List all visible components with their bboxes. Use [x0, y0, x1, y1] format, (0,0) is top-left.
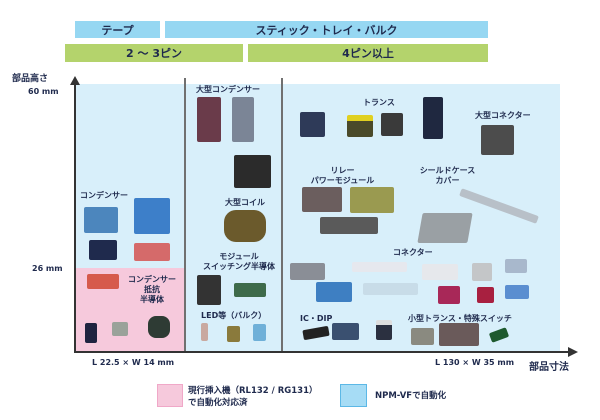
capacitor-image	[89, 240, 117, 260]
x-large-label: L 130 × W 35 mm	[435, 358, 515, 367]
stick-tray-bulk-label: スティック・トレイ・バルク	[255, 23, 398, 37]
legend-current-text: 現行挿入機（RL132 / RG131）で自動化対応済	[188, 386, 318, 408]
connector-image	[505, 259, 527, 273]
capacitor-image	[87, 274, 119, 289]
relay-image	[302, 187, 342, 212]
tape-header: テープ	[75, 21, 160, 38]
divider-2	[281, 78, 283, 353]
power-module-image	[350, 187, 394, 213]
pins-2-3-label: 2 ～ 3ピン	[126, 47, 182, 60]
transformer-image	[423, 97, 443, 139]
connector-image	[316, 282, 352, 302]
pins-4plus-header: 4ピン以上	[248, 44, 488, 62]
connector-image	[363, 283, 418, 295]
ic-dip-label: IC・DIP	[300, 314, 333, 323]
connector-image	[438, 286, 460, 304]
y-axis-label: 部品高さ	[12, 74, 49, 84]
switching-semiconductor-image	[197, 275, 221, 305]
transformer-image	[347, 115, 373, 137]
large-connector-image	[481, 125, 514, 155]
shield-case-image	[417, 213, 473, 243]
module-image	[234, 283, 266, 297]
large-connector-label: 大型コネクター	[475, 111, 531, 120]
module-switching-label: モジュールスイッチング半導体	[203, 252, 275, 271]
transformer-image	[300, 112, 325, 137]
ic-dip-image	[332, 323, 359, 340]
connector-label: コネクター	[393, 248, 433, 257]
large-capacitor-image	[197, 97, 221, 142]
connector-image	[290, 263, 325, 280]
led-image	[227, 326, 240, 342]
relay-image	[320, 217, 378, 234]
small-switch-image	[439, 323, 479, 346]
capacitor-image	[84, 207, 118, 233]
connector-image	[422, 264, 458, 280]
large-coil-image	[224, 210, 266, 242]
large-capacitor-image	[232, 97, 254, 142]
semiconductor-image	[148, 316, 170, 338]
connector-image	[505, 285, 529, 299]
resistor-image	[112, 322, 128, 336]
shield-case-label: シールドケースカバー	[419, 166, 476, 185]
connector-image	[352, 262, 407, 272]
legend-npm-text: NPM-VFで自動化	[375, 391, 447, 401]
cap-res-semi-label: コンデンサー抵抗半導体	[128, 275, 176, 304]
pins-2-3-header: 2 ～ 3ピン	[65, 44, 243, 62]
tape-label: テープ	[101, 23, 134, 37]
capacitor-image	[85, 323, 97, 343]
transformer-image	[381, 113, 403, 136]
led-bulk-label: LED等（バルク）	[201, 311, 267, 320]
y-axis-arrow-icon	[70, 76, 80, 85]
capacitor-label: コンデンサー	[80, 191, 128, 200]
x-axis	[74, 351, 568, 353]
small-switch-image	[411, 328, 434, 345]
pins-4plus-label: 4ピン以上	[342, 47, 394, 60]
legend-npm-swatch	[340, 384, 367, 407]
capacitor-image	[134, 243, 170, 261]
x-axis-arrow-icon	[568, 347, 578, 357]
legend-current-swatch	[157, 384, 183, 407]
led-image	[201, 323, 208, 341]
connector-image	[477, 287, 494, 303]
divider-1	[184, 78, 186, 353]
small-trans-switch-label: 小型トランス・特殊スイッチ	[408, 314, 512, 323]
capacitor-image	[134, 198, 170, 234]
x-axis-label: 部品寸法	[529, 362, 569, 373]
stick-tray-bulk-header: スティック・トレイ・バルク	[165, 21, 488, 38]
ic-dip-image	[376, 320, 392, 340]
y-max-label: 60 mm	[28, 87, 59, 96]
y-axis	[74, 80, 76, 353]
transformer-label: トランス	[363, 98, 395, 107]
large-capacitor-label: 大型コンデンサー	[196, 85, 260, 94]
large-coil-label: 大型コイル	[225, 198, 265, 207]
led-image	[253, 324, 266, 341]
film-capacitor-image	[234, 155, 271, 188]
relay-power-label: リレーパワーモジュール	[310, 166, 375, 185]
y-mid-label: 26 mm	[32, 264, 63, 273]
connector-image	[472, 263, 492, 281]
x-small-label: L 22.5 × W 14 mm	[92, 358, 175, 367]
